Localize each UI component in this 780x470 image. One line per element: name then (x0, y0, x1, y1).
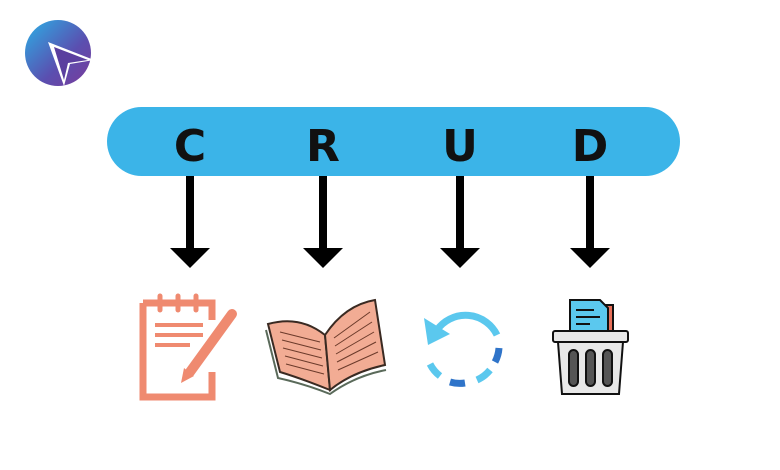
letter-c: C (174, 121, 206, 172)
logo-icon (25, 20, 94, 86)
refresh-arrow-icon (424, 311, 503, 387)
arrow-down-icon (570, 176, 610, 268)
letter-u: U (442, 121, 478, 172)
trash-bin-icon (552, 299, 629, 395)
crud-bar (107, 107, 680, 176)
arrow-down-icon (440, 176, 480, 268)
arrow-down-icon (170, 176, 210, 268)
letter-d: D (572, 121, 609, 172)
open-book-icon (265, 298, 387, 396)
arrow-down-icon (303, 176, 343, 268)
letter-r: R (306, 121, 340, 172)
notepad-pencil-icon (139, 293, 237, 401)
